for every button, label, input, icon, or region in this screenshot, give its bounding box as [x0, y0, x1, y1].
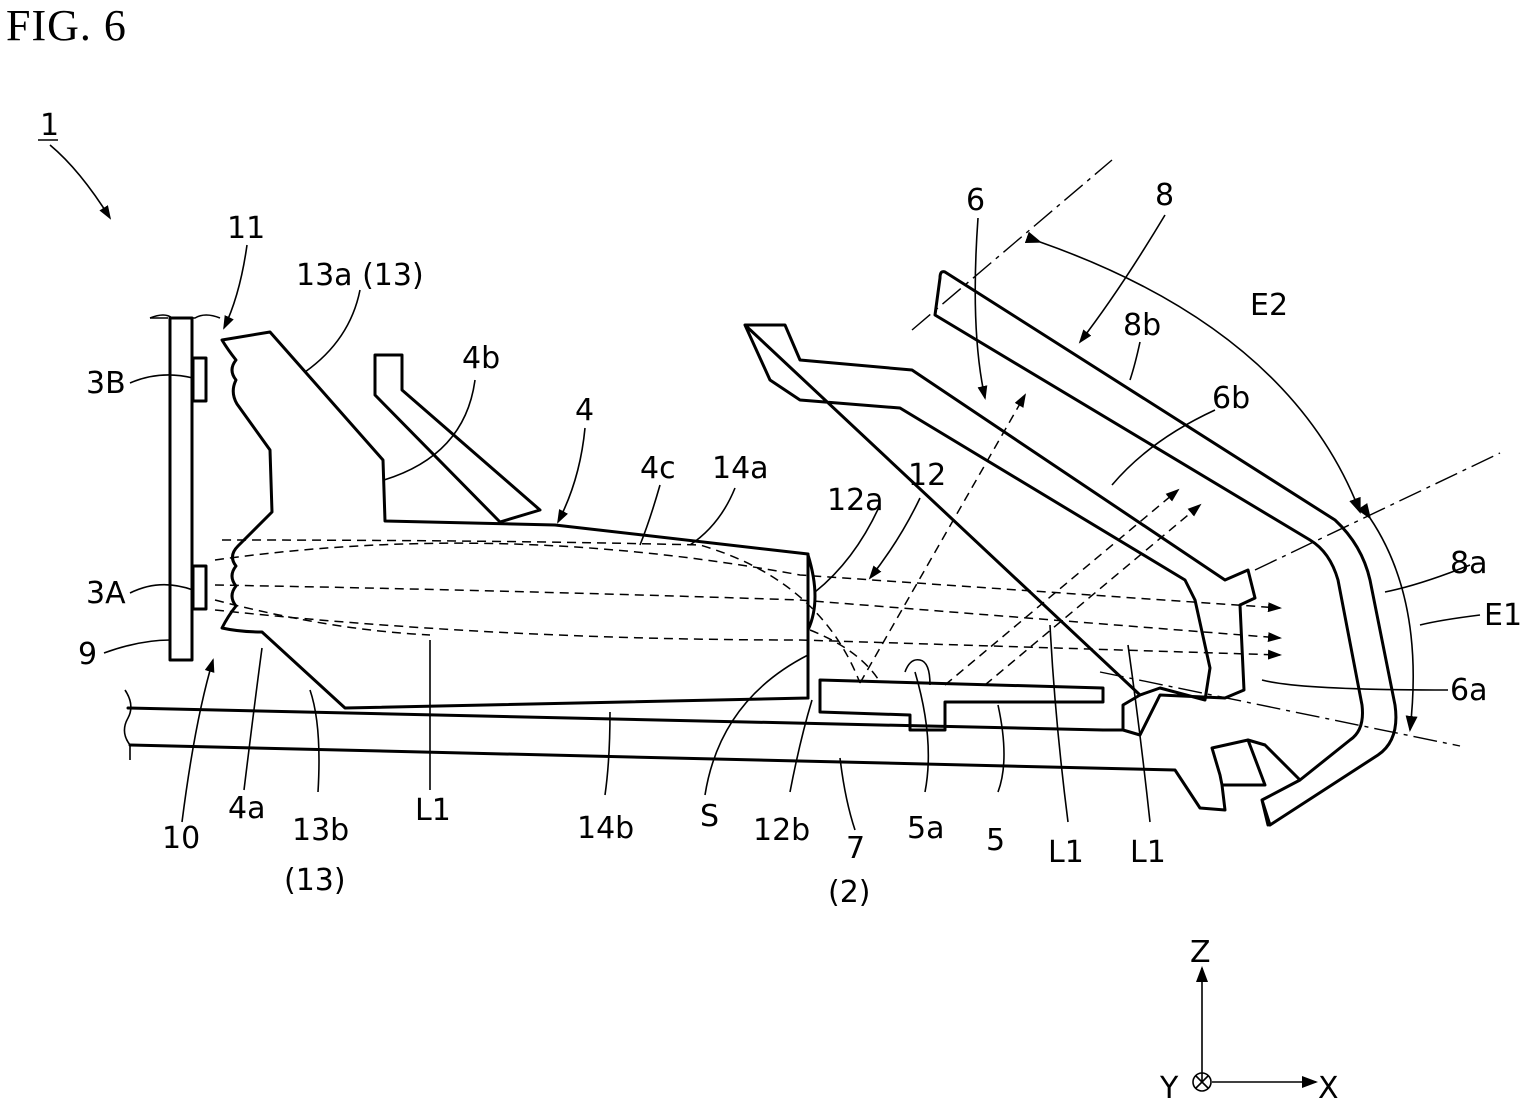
reference-line-e2-top: [912, 160, 1112, 330]
light-source-3A: [193, 566, 206, 609]
break-line-left: [124, 690, 130, 760]
axis-label-y: Y: [1159, 1071, 1179, 1106]
label-L1-left: L1: [415, 793, 451, 828]
label-6: 6: [966, 183, 985, 218]
leader-lines: [50, 145, 1480, 830]
label-7: 7: [846, 831, 865, 866]
label-5a: 5a: [907, 811, 944, 846]
label-E1: E1: [1484, 598, 1522, 633]
label-9: 9: [78, 637, 97, 672]
label-8: 8: [1155, 178, 1174, 213]
angle-arc-E2: [1040, 242, 1360, 512]
light-source-3B: [193, 358, 206, 401]
label-4: 4: [575, 393, 594, 428]
label-5: 5: [986, 823, 1005, 858]
label-E2: E2: [1250, 288, 1288, 323]
label-4b: 4b: [462, 341, 500, 376]
reflector-12-base: [820, 680, 1103, 730]
housing-7-upper: [128, 695, 1140, 730]
housing-7-lower: [130, 740, 1265, 810]
label-1: 1: [40, 108, 59, 143]
light-guide-4: [222, 332, 808, 708]
label-13a: 13a (13): [296, 258, 424, 293]
label-7-paren: (2): [828, 875, 871, 910]
label-13b: 13b: [292, 813, 349, 848]
label-11: 11: [227, 211, 265, 246]
label-13b-paren: (13): [284, 863, 346, 898]
label-L1-right: L1: [1130, 835, 1166, 870]
axis-label-x: X: [1318, 1071, 1339, 1106]
label-3A: 3A: [86, 576, 126, 611]
label-8b: 8b: [1123, 308, 1161, 343]
label-4a: 4a: [228, 791, 265, 826]
label-10: 10: [162, 821, 200, 856]
label-4c: 4c: [640, 451, 676, 486]
label-3B: 3B: [86, 366, 126, 401]
coordinate-axes: [1193, 968, 1316, 1091]
label-12b: 12b: [753, 813, 810, 848]
label-S: S: [700, 799, 719, 834]
label-8a: 8a: [1450, 546, 1487, 581]
circuit-board-9: [150, 315, 220, 660]
label-12a: 12a: [827, 483, 884, 518]
label-12: 12: [908, 458, 946, 493]
label-6b: 6b: [1212, 381, 1250, 416]
label-L1-mid: L1: [1048, 835, 1084, 870]
axis-label-z: Z: [1190, 935, 1211, 970]
inner-lens-6: [745, 325, 1255, 735]
part-4b: [375, 355, 540, 522]
label-14a: 14a: [712, 451, 769, 486]
label-14b: 14b: [577, 811, 634, 846]
angle-arc-E1: [1370, 518, 1413, 730]
label-6a: 6a: [1450, 673, 1487, 708]
